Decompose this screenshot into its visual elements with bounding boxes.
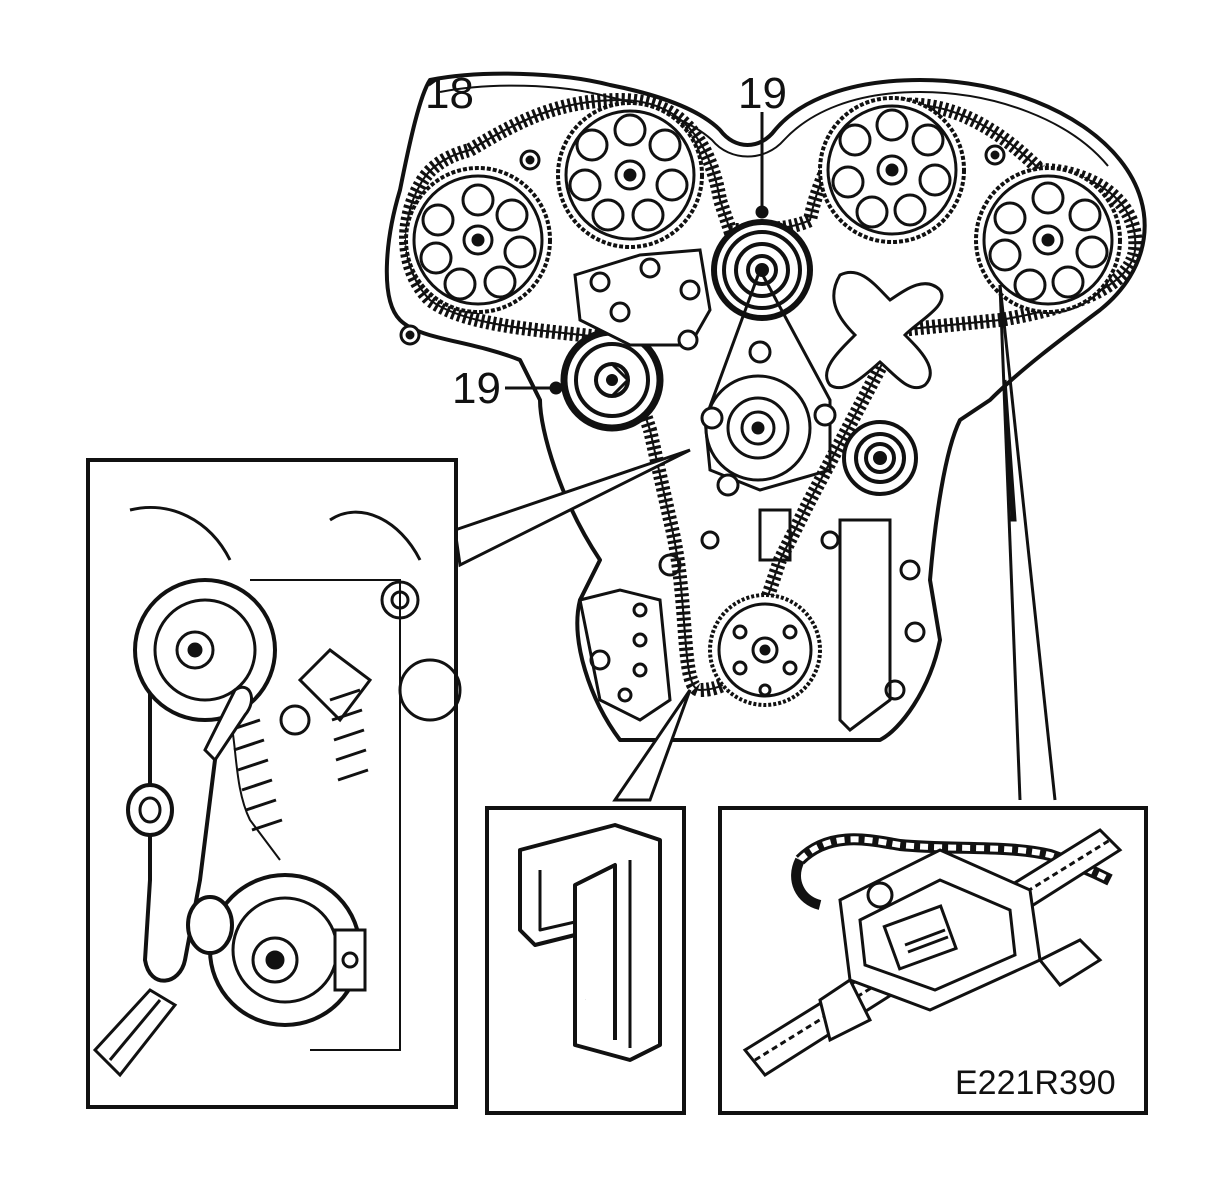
crankshaft-sprocket xyxy=(708,593,822,707)
figure-code: E221R390 xyxy=(955,1064,1116,1102)
inset-pointers xyxy=(453,284,1057,802)
leader-dot-19-left xyxy=(549,381,563,395)
x-casting xyxy=(825,270,944,390)
center-digit-text: 1 xyxy=(585,999,586,1001)
idler-pulley-top xyxy=(711,219,813,321)
tensioner-pulley-left xyxy=(560,328,664,432)
callout-label-19-top: 19 xyxy=(738,69,787,118)
pointer-center-inset xyxy=(612,689,692,802)
idler-pulley-lower-right xyxy=(842,420,918,496)
inset-right-belt: E221R390 xyxy=(718,806,1148,1115)
timing-belt xyxy=(399,92,1143,698)
pointer-left-inset xyxy=(453,448,691,568)
camshaft-sprocket-right-inner xyxy=(818,96,966,244)
camshaft-sprocket-right-outer xyxy=(974,166,1122,314)
center-bracket xyxy=(573,248,712,351)
water-pump xyxy=(700,266,837,497)
callout-label-19-left: 19 xyxy=(452,364,501,413)
callout-leaders xyxy=(505,112,769,395)
leader-dot-19-top xyxy=(755,205,769,219)
inset-center-marking: 1 xyxy=(485,806,686,1115)
pointer-right-inset-a xyxy=(998,284,1022,801)
callout-label-18: 18 xyxy=(425,69,474,118)
pointer-right-inset-b xyxy=(998,284,1057,801)
camshaft-sprocket-left-outer xyxy=(404,166,552,314)
digit-one-shape xyxy=(518,823,662,1062)
engine-block-lower xyxy=(578,508,926,732)
camshaft-sprocket-left-inner xyxy=(556,101,704,249)
inset-left-tensioner xyxy=(86,458,462,1109)
cover-bolts xyxy=(399,144,1006,346)
